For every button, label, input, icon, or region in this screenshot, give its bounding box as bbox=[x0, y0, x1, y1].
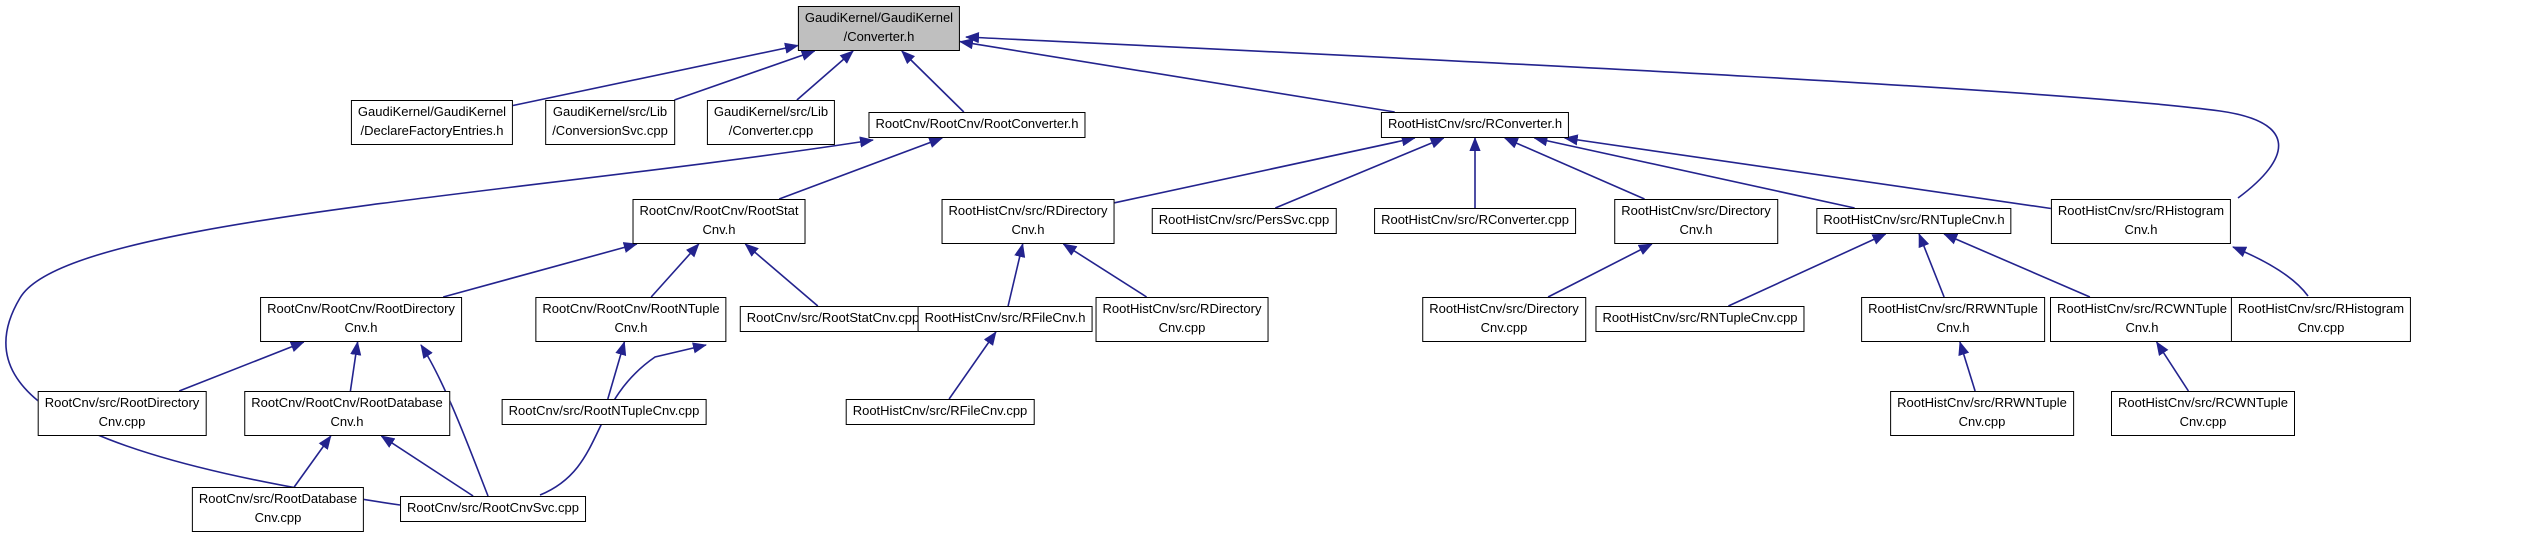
edge-root-directory-cnv-cpp-to-root-directory-cnv-h bbox=[178, 341, 305, 392]
graph-node-rrwntuple-cnv-h[interactable]: RootHistCnv/src/RRWNTuple Cnv.h bbox=[1861, 297, 2045, 342]
graph-node-r-file-cnv-cpp[interactable]: RootHistCnv/src/RFileCnv.cpp bbox=[845, 399, 1035, 425]
edge-declare-factory-entries-h-to-converter-h bbox=[512, 42, 799, 107]
edge-rcwntuple-cnv-cpp-to-rcwntuple-cnv-h bbox=[2155, 341, 2190, 392]
edge-directory-cnv-cpp-to-directory-cnv-h bbox=[1547, 243, 1653, 298]
edge-rntuple-cnv-h-to-r-converter-h bbox=[1533, 135, 1855, 209]
graph-node-root-directory-cnv-cpp[interactable]: RootCnv/src/RootDirectory Cnv.cpp bbox=[37, 391, 207, 436]
graph-node-rcwntuple-cnv-cpp[interactable]: RootHistCnv/src/RCWNTuple Cnv.cpp bbox=[2111, 391, 2295, 436]
edge-conversion-svc-cpp-to-converter-h bbox=[674, 50, 816, 101]
graph-node-directory-cnv-cpp[interactable]: RootHistCnv/src/Directory Cnv.cpp bbox=[1422, 297, 1586, 342]
graph-node-root-directory-cnv-h[interactable]: RootCnv/RootCnv/RootDirectory Cnv.h bbox=[260, 297, 462, 342]
edge-pers-svc-cpp-to-r-converter-h bbox=[1274, 137, 1445, 209]
edge-r-directory-cnv-h-to-r-converter-h bbox=[1114, 135, 1416, 204]
graph-node-pers-svc-cpp[interactable]: RootHistCnv/src/PersSvc.cpp bbox=[1151, 208, 1337, 234]
graph-node-rntuple-cnv-h[interactable]: RootHistCnv/src/RNTupleCnv.h bbox=[1816, 208, 2012, 234]
edge-r-file-cnv-h-to-r-directory-cnv-h bbox=[1007, 243, 1026, 307]
edge-r-histogram-cnv-h-to-r-converter-h bbox=[1563, 134, 2052, 210]
graph-node-r-histogram-cnv-cpp[interactable]: RootHistCnv/src/RHistogram Cnv.cpp bbox=[2230, 297, 2412, 342]
graph-node-root-stat-cnv-h[interactable]: RootCnv/RootCnv/RootStat Cnv.h bbox=[632, 199, 806, 244]
edge-root-directory-cnv-h-to-root-stat-cnv-h bbox=[442, 242, 638, 298]
graph-node-root-stat-cnv-cpp[interactable]: RootCnv/src/RootStatCnv.cpp bbox=[739, 306, 927, 332]
edge-rrwntuple-cnv-cpp-to-rrwntuple-cnv-h bbox=[1958, 341, 1976, 392]
edge-root-database-cnv-cpp-to-root-database-cnv-h bbox=[293, 435, 332, 488]
edge-root-cnv-svc-cpp-to-root-database-cnv-h bbox=[380, 435, 474, 497]
edge-converter-cpp-to-converter-h bbox=[796, 50, 854, 101]
edge-root-cnv-svc-cpp-to-root-ntuple-cnv-h bbox=[539, 342, 707, 496]
edge-root-stat-cnv-cpp-to-root-stat-cnv-h bbox=[744, 243, 819, 307]
edge-root-cnv-svc-cpp-to-root-converter-h bbox=[5, 136, 874, 506]
edge-root-converter-h-to-converter-h bbox=[901, 50, 965, 113]
edge-root-cnv-svc-cpp-to-root-directory-cnv-h bbox=[420, 344, 489, 497]
edge-root-stat-cnv-h-to-root-converter-h bbox=[778, 137, 944, 200]
edge-rntuple-cnv-cpp-to-rntuple-cnv-h bbox=[1728, 233, 1887, 307]
edge-r-directory-cnv-cpp-to-r-directory-cnv-h bbox=[1062, 243, 1148, 298]
graph-node-root-database-cnv-cpp[interactable]: RootCnv/src/RootDatabase Cnv.cpp bbox=[191, 487, 365, 532]
graph-node-root-converter-h[interactable]: RootCnv/RootCnv/RootConverter.h bbox=[868, 112, 1086, 138]
edge-root-database-cnv-h-to-root-directory-cnv-h bbox=[349, 341, 362, 392]
edge-rcwntuple-cnv-h-to-rntuple-cnv-h bbox=[1943, 233, 2091, 298]
edge-directory-cnv-h-to-r-converter-h bbox=[1503, 137, 1645, 200]
graph-node-rcwntuple-cnv-h[interactable]: RootHistCnv/src/RCWNTuple Cnv.h bbox=[2050, 297, 2234, 342]
graph-node-rntuple-cnv-cpp[interactable]: RootHistCnv/src/RNTupleCnv.cpp bbox=[1595, 306, 1805, 332]
graph-node-root-ntuple-cnv-h[interactable]: RootCnv/RootCnv/RootNTuple Cnv.h bbox=[535, 297, 727, 342]
graph-node-directory-cnv-h[interactable]: RootHistCnv/src/Directory Cnv.h bbox=[1614, 199, 1778, 244]
graph-node-root-cnv-svc-cpp[interactable]: RootCnv/src/RootCnvSvc.cpp bbox=[400, 496, 586, 522]
edge-root-ntuple-cnv-cpp-to-root-ntuple-cnv-h bbox=[607, 341, 627, 400]
edge-r-histogram-cnv-h-to-converter-h bbox=[965, 32, 2280, 199]
edge-r-file-cnv-cpp-to-r-file-cnv-h bbox=[948, 331, 997, 400]
graph-node-conversion-svc-cpp[interactable]: GaudiKernel/src/Lib /ConversionSvc.cpp bbox=[545, 100, 675, 145]
graph-node-declare-factory-entries-h[interactable]: GaudiKernel/GaudiKernel /DeclareFactoryE… bbox=[350, 100, 514, 145]
edge-root-ntuple-cnv-h-to-root-stat-cnv-h bbox=[650, 243, 700, 298]
edge-rrwntuple-cnv-h-to-rntuple-cnv-h bbox=[1918, 233, 1945, 298]
graph-node-root-database-cnv-h[interactable]: RootCnv/RootCnv/RootDatabase Cnv.h bbox=[244, 391, 450, 436]
edge-r-histogram-cnv-cpp-to-r-histogram-cnv-h bbox=[2232, 246, 2309, 297]
graph-node-r-histogram-cnv-h[interactable]: RootHistCnv/src/RHistogram Cnv.h bbox=[2050, 199, 2232, 244]
graph-node-r-directory-cnv-cpp[interactable]: RootHistCnv/src/RDirectory Cnv.cpp bbox=[1095, 297, 1269, 342]
graph-node-r-directory-cnv-h[interactable]: RootHistCnv/src/RDirectory Cnv.h bbox=[941, 199, 1115, 244]
graph-node-converter-h: GaudiKernel/GaudiKernel /Converter.h bbox=[797, 6, 961, 51]
graph-node-r-converter-cpp[interactable]: RootHistCnv/src/RConverter.cpp bbox=[1374, 208, 1576, 234]
graph-node-converter-cpp[interactable]: GaudiKernel/src/Lib /Converter.cpp bbox=[706, 100, 836, 145]
graph-node-rrwntuple-cnv-cpp[interactable]: RootHistCnv/src/RRWNTuple Cnv.cpp bbox=[1890, 391, 2074, 436]
graph-node-r-file-cnv-h[interactable]: RootHistCnv/src/RFileCnv.h bbox=[917, 306, 1093, 332]
edge-r-converter-h-to-converter-h bbox=[959, 38, 1395, 113]
graph-node-root-ntuple-cnv-cpp[interactable]: RootCnv/src/RootNTupleCnv.cpp bbox=[501, 399, 707, 425]
graph-node-r-converter-h[interactable]: RootHistCnv/src/RConverter.h bbox=[1380, 112, 1570, 138]
